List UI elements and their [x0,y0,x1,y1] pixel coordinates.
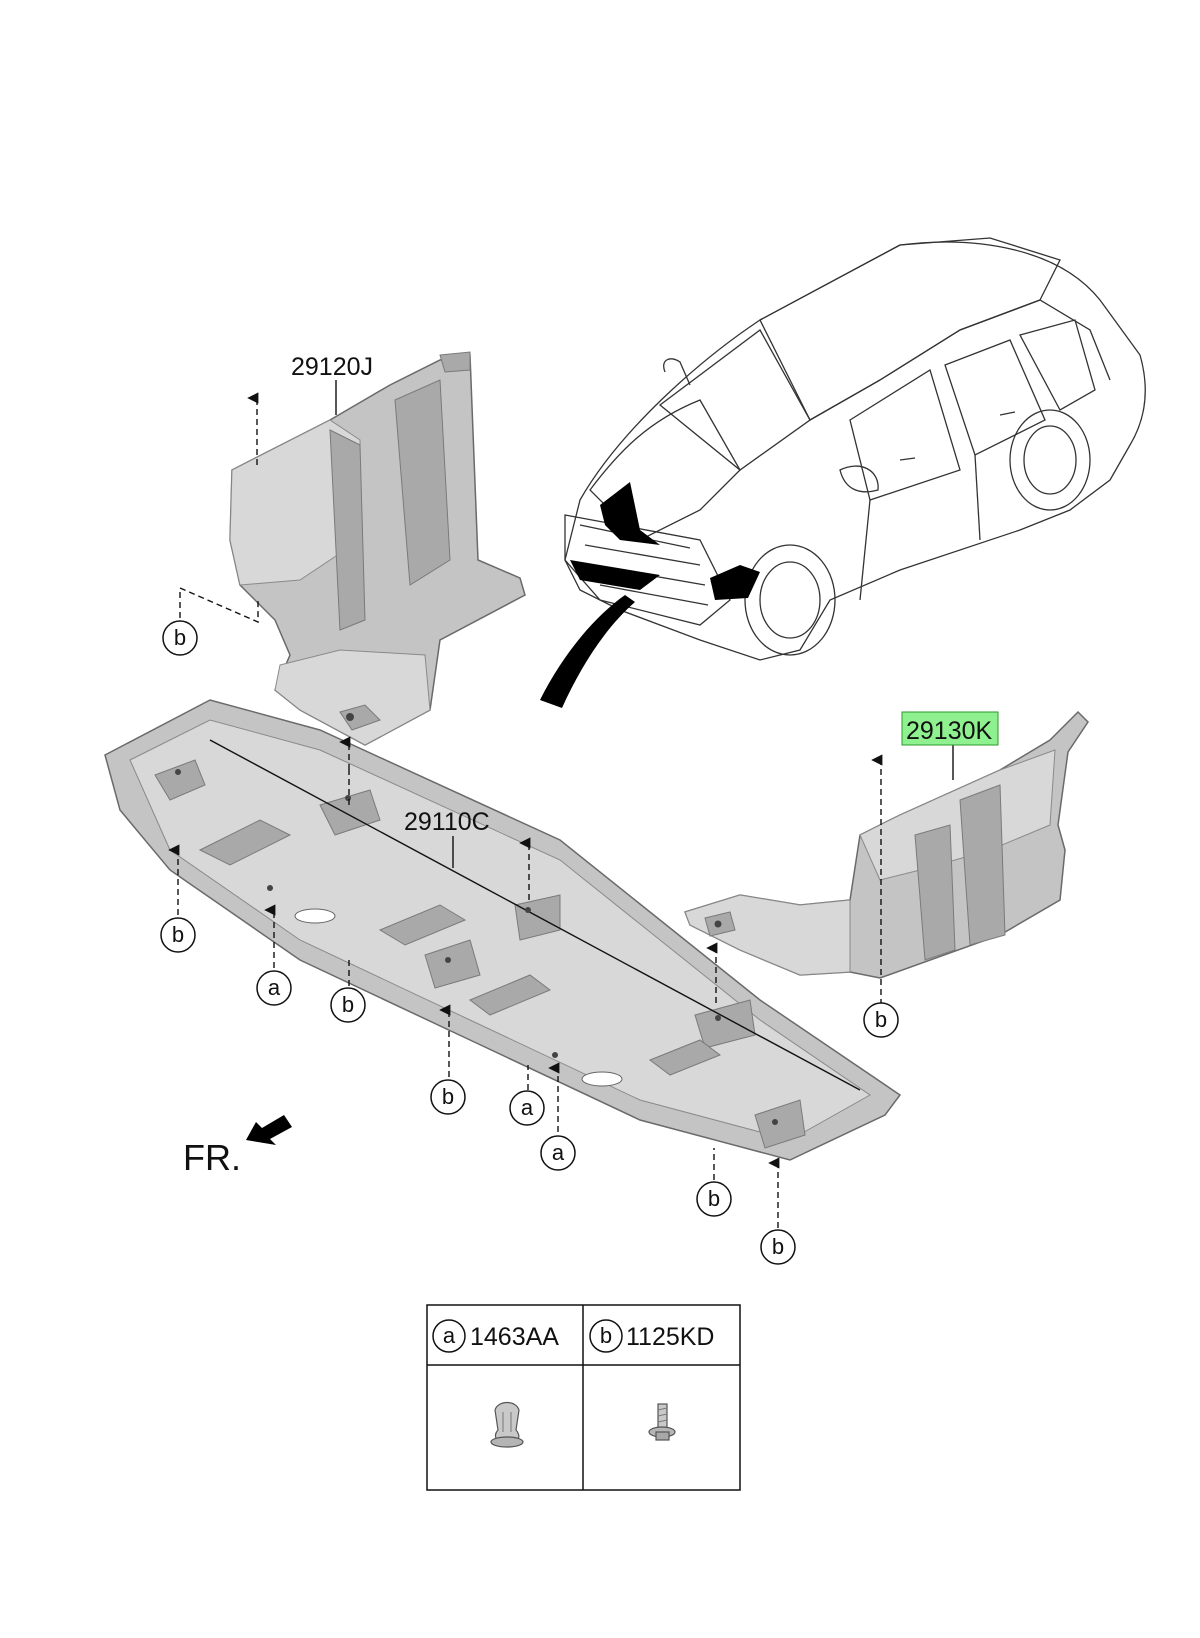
part-number-29110c: 29110C [404,808,490,836]
highlight-side-cover [710,565,760,600]
part-number-29130k: 29130K [906,717,993,745]
front-arrow-icon [246,1115,292,1145]
svg-text:b: b [174,625,186,650]
callout-b[interactable]: b [760,1229,796,1265]
callout-b[interactable]: b [330,987,366,1023]
highlight-upper-cover [600,482,660,545]
callout-b[interactable]: b [863,1002,899,1038]
vehicle-illustration [540,237,1146,708]
right-side-cover-part [684,710,1089,979]
callout-circles: b b a b b a a b [160,620,899,1265]
callout-a[interactable]: a [256,970,292,1006]
upper-left-cover-part [229,351,526,746]
callout-a[interactable]: a [540,1135,576,1171]
main-under-cover-part [104,699,902,1161]
svg-text:b: b [172,922,184,947]
svg-text:b: b [708,1186,720,1211]
callout-b[interactable]: b [162,620,198,656]
screw-icon [648,1403,676,1441]
callout-b[interactable]: b [430,1079,466,1115]
fastener-leaders [168,380,954,1228]
fastener-legend: a 1463AA b 1125KD [426,1304,741,1491]
highlight-under-cover [570,560,660,590]
svg-text:FR.: FR. [183,1137,241,1178]
svg-text:b: b [442,1084,454,1109]
svg-text:b: b [772,1234,784,1259]
callout-b[interactable]: b [696,1181,732,1217]
svg-text:1125KD: 1125KD [626,1323,715,1351]
callout-a[interactable]: a [509,1090,545,1126]
pointer-swoosh [540,595,635,708]
svg-text:b: b [342,992,354,1017]
svg-text:a: a [268,975,281,1000]
svg-text:b: b [875,1007,887,1032]
svg-text:b: b [600,1323,612,1348]
callout-b[interactable]: b [160,917,196,953]
part-number-29120j: 29120J [291,353,373,381]
svg-text:1463AA: 1463AA [470,1323,559,1351]
legend-header-b: b 1125KD [589,1319,715,1353]
push-clip-icon [490,1401,524,1448]
svg-text:a: a [521,1095,534,1120]
front-direction-marker: FR. [183,1115,292,1178]
legend-header-a: a 1463AA [432,1319,559,1353]
part-number-highlight [901,711,999,746]
svg-text:a: a [552,1140,565,1165]
svg-text:a: a [443,1323,456,1348]
